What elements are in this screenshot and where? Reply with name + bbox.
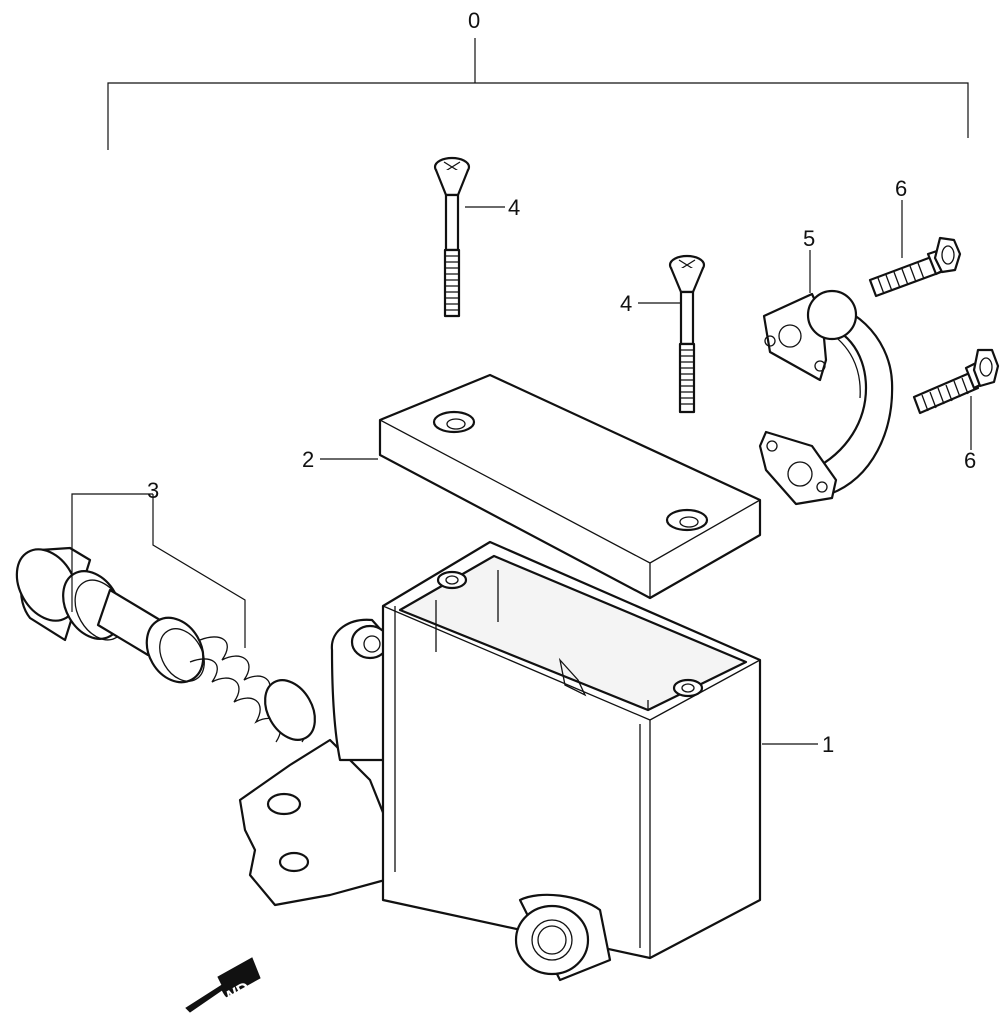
screw-lower[interactable] xyxy=(668,254,706,414)
callout-body: 1 xyxy=(822,732,834,757)
arrow-forward-icon xyxy=(185,957,261,1013)
callout-piston: 3 xyxy=(147,478,159,503)
callout-bolt-upper: 6 xyxy=(895,176,907,201)
master-cylinder-body[interactable] xyxy=(238,540,762,982)
bolt-lower[interactable] xyxy=(912,348,1000,415)
callout-screw-lower: 4 xyxy=(620,291,632,316)
callout-screw-upper: 4 xyxy=(508,195,520,220)
callout-assembly: 0 xyxy=(468,8,480,33)
callout-bolt-lower: 6 xyxy=(964,448,976,473)
handlebar-clamp[interactable] xyxy=(758,289,894,506)
reservoir-cap[interactable] xyxy=(378,373,762,600)
screw-upper[interactable] xyxy=(433,156,471,318)
bolt-upper[interactable] xyxy=(868,236,962,298)
callout-clamp: 5 xyxy=(803,226,815,251)
piston-assembly[interactable] xyxy=(5,539,325,749)
forward-direction-indicator: FWD xyxy=(185,957,261,1013)
callout-cap: 2 xyxy=(302,447,314,472)
assembly-bracket xyxy=(107,38,969,150)
